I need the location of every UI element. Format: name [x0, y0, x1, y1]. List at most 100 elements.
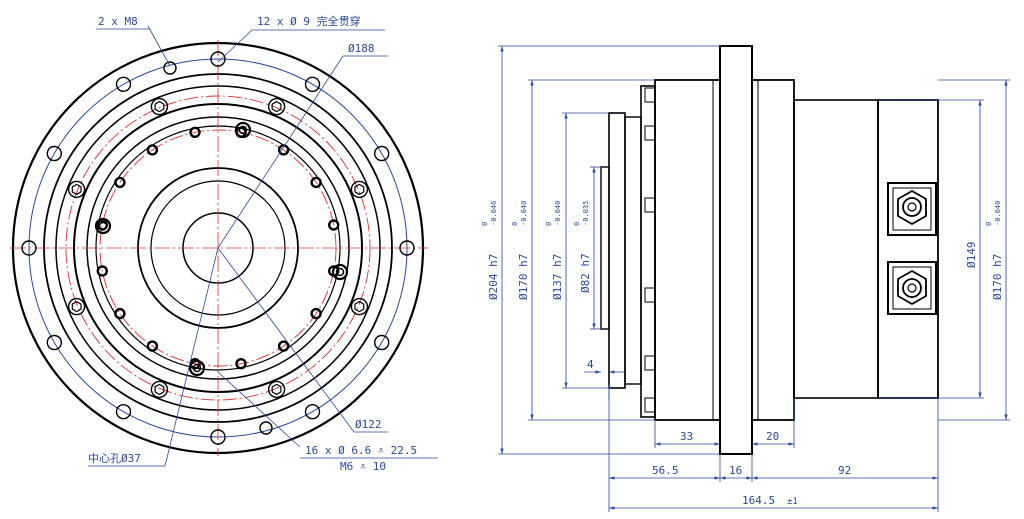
threaded-hole-inner — [98, 221, 108, 231]
through-hole — [374, 334, 390, 351]
bolt-hex — [271, 100, 282, 113]
vertical-dimension-labels: Ø204 h7 0 -0.046 Ø170 h7 0 -0.040 Ø137 h… — [481, 201, 1004, 300]
dim-149: Ø149 — [965, 242, 978, 269]
bolt-head-outer — [150, 380, 169, 399]
front-view: 2 x M8 12 x Ø 9 完全贯穿 Ø188 Ø122 中心孔Ø37 16… — [10, 14, 438, 473]
dim-82: Ø82 h7 — [579, 253, 592, 293]
threaded-hole-inner — [238, 125, 248, 135]
through-hole — [46, 334, 62, 351]
threaded-hole — [234, 121, 252, 139]
dim-56-5: 56.5 — [652, 464, 679, 477]
bolt-head-outer — [150, 97, 169, 116]
tapped-hole — [277, 144, 290, 156]
through-hole — [399, 240, 415, 256]
leader-122 — [217, 247, 355, 433]
tapped-hole — [310, 176, 322, 189]
tapped-hole — [114, 307, 126, 320]
pilot-82 — [600, 166, 610, 330]
dim-204-tol-upper: 0 — [481, 222, 489, 226]
connector-upper — [887, 182, 937, 236]
bolt-hex — [271, 383, 282, 396]
bolt-head — [644, 197, 656, 213]
dim-170-right-tol-upper: 0 — [985, 222, 993, 226]
through-hole — [374, 145, 390, 162]
threaded-hole — [188, 359, 206, 377]
dim-137-tol-upper: 0 — [545, 222, 553, 226]
threaded-hole-inner — [335, 267, 345, 277]
bolt-hex — [71, 300, 82, 313]
side-view — [600, 45, 939, 455]
tapped-holes-16 — [96, 126, 340, 370]
bolt-hex — [354, 300, 365, 313]
bolt-head-outer — [350, 297, 369, 316]
through-hole — [304, 404, 321, 420]
bolt-head-outer — [267, 97, 286, 116]
callout-122: Ø122 — [355, 418, 382, 431]
misc-holes — [94, 61, 349, 435]
tapped-hole — [277, 340, 290, 352]
dim-137-tol-lower: -0.040 — [554, 201, 562, 226]
threaded-hole — [331, 263, 349, 281]
bolt-head-outer — [267, 380, 286, 399]
dim-164-5-tol: ±1 — [787, 497, 798, 507]
dim-16: 16 — [729, 464, 742, 477]
bolt-hex — [354, 183, 365, 196]
bolt-head — [644, 125, 656, 141]
bolt-head — [644, 87, 656, 103]
horizontal-dimension-labels: 4 33 20 56.5 16 92 164.5 ±1 — [587, 358, 851, 507]
tapped-hole — [235, 358, 247, 370]
callout-188: Ø188 — [348, 42, 375, 55]
m8-hole — [259, 421, 273, 435]
dim-4: 4 — [587, 358, 594, 371]
leader-16-holes — [217, 371, 301, 448]
dim-33: 33 — [680, 430, 693, 443]
dim-170-right: Ø170 h7 — [991, 254, 1004, 300]
housing-170 — [654, 79, 721, 421]
dim-82-tol-upper: 0 — [573, 222, 581, 226]
bolt-hex — [154, 383, 165, 396]
motor-body-149 — [793, 99, 879, 399]
motor-end-170 — [877, 99, 939, 399]
through-hole — [46, 145, 62, 162]
tapped-hole — [146, 144, 159, 156]
dim-204-tol-lower: -0.046 — [490, 201, 498, 226]
leader-12-holes — [217, 29, 253, 63]
through-hole — [304, 76, 321, 93]
dim-170-left-tol-lower: -0.040 — [520, 201, 528, 226]
dim-170-left-tol-upper: 0 — [511, 222, 519, 226]
side-view-dimensions — [498, 45, 1010, 512]
output-rim — [640, 85, 656, 418]
tapped-hole — [310, 307, 322, 320]
connector-lower — [887, 261, 937, 315]
through-hole — [115, 76, 132, 93]
tapped-hole — [114, 176, 126, 189]
dim-170-left: Ø170 h7 — [517, 254, 530, 300]
bolt-head — [644, 355, 656, 371]
leader-188 — [217, 55, 344, 249]
bolt-head-outer — [67, 180, 86, 199]
callout-m8: 2 x M8 — [98, 15, 138, 28]
through-holes-12 — [21, 51, 415, 445]
dim-92: 92 — [838, 464, 851, 477]
dim-137: Ø137 h7 — [551, 254, 564, 300]
bolt-head-outer — [350, 180, 369, 199]
threaded-hole-inner — [192, 363, 202, 373]
callout-center-hole: 中心孔Ø37 — [88, 452, 141, 465]
dim-82-tol-lower: -0.035 — [582, 201, 590, 226]
tapped-hole — [189, 126, 201, 139]
tapped-hole — [146, 340, 159, 352]
dim-170-right-tol-lower: -0.040 — [994, 201, 1002, 226]
bolt-head — [644, 397, 656, 413]
bolt-hex — [71, 183, 82, 196]
dim-204: Ø204 h7 — [487, 254, 500, 300]
m8-hole — [163, 61, 177, 75]
through-hole — [210, 51, 226, 67]
leader-m8 — [147, 25, 171, 67]
mounting-flange — [719, 45, 753, 455]
leader-center-hole — [164, 247, 219, 467]
bolt-head-outer — [67, 297, 86, 316]
threaded-hole — [94, 217, 112, 235]
outer-bolt-heads — [67, 97, 369, 399]
callout-12-holes: 12 x Ø 9 完全贯穿 — [257, 14, 361, 28]
